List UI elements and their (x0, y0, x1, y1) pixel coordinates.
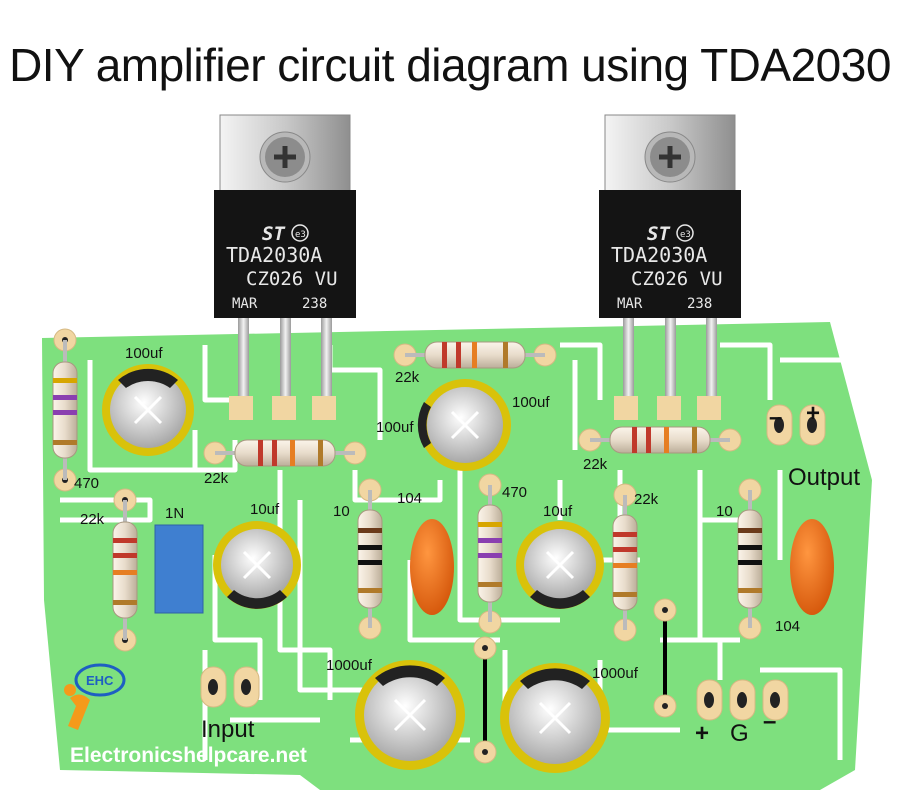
resistor-22k-left (112, 500, 138, 640)
chip-2-mark2: 238 (687, 296, 712, 312)
label-r-470-b: 470 (502, 484, 527, 501)
resistor-22k-mid (215, 439, 355, 467)
label-output: Output (788, 464, 860, 491)
chip-1-mark2: 238 (302, 296, 327, 312)
label-input: Input (201, 716, 255, 743)
label-output-plus: + (806, 400, 820, 427)
tda2030-chip-2: ST e3 TDA2030A CZ026 VU MAR 238 (599, 114, 741, 420)
label-c-1000uf-a: 1000uf (326, 657, 373, 674)
label-c-100uf-b: 100uf (512, 394, 550, 411)
label-c-10uf-a: 10uf (250, 501, 280, 518)
label-r-10-a: 10 (333, 503, 350, 520)
label-power-plus: + (695, 720, 709, 747)
electrolytic-cap-1000uf-b (500, 663, 610, 773)
ceramic-cap-104-a (410, 519, 454, 615)
chip-1-brand: ST (262, 223, 285, 245)
label-r-10-b: 10 (716, 503, 733, 520)
website-label: Electronicshelpcare.net (70, 744, 307, 767)
tda2030-chip-1: ST e3 TDA2030A CZ026 VU MAR 238 (214, 114, 356, 420)
label-diode-1n: 1N (165, 505, 184, 522)
logo-text: EHC (86, 673, 114, 688)
electrolytic-cap-10uf-a (213, 521, 301, 609)
chip-1-pb: e3 (295, 230, 306, 240)
chip-1-mark1: MAR (232, 296, 258, 312)
chip-2-brand: ST (647, 223, 670, 245)
resistor-22k-rmid (590, 426, 730, 454)
label-r-22k-top: 22k (395, 369, 420, 386)
label-c-1000uf-b: 1000uf (592, 665, 639, 682)
ceramic-cap-104-b (790, 519, 834, 615)
label-r-22k-mid: 22k (204, 470, 229, 487)
resistor-470-b (477, 485, 503, 622)
label-c-10uf-b: 10uf (543, 503, 573, 520)
label-r-22k-right: 22k (634, 491, 659, 508)
electrolytic-cap-100uf-a (102, 364, 194, 456)
label-c-100uf-a: 100uf (125, 345, 163, 362)
resistor-470-left (52, 340, 78, 480)
label-r-22k-rmid: 22k (583, 456, 608, 473)
resistor-10-a (357, 490, 383, 628)
page-title: DIY amplifier circuit diagram using TDA2… (9, 39, 891, 91)
chip-1-part: TDA2030A (226, 243, 322, 267)
resistor-22k-right (612, 495, 638, 630)
label-power-ground: G (730, 720, 749, 747)
resistor-10-b (737, 490, 763, 628)
label-power-minus: – (763, 708, 776, 735)
chip-2-mark1: MAR (617, 296, 643, 312)
ehc-logo: EHC (64, 663, 126, 730)
electrolytic-cap-10uf-b (516, 521, 604, 609)
resistor-22k-top (405, 341, 545, 369)
label-output-minus: – (769, 404, 782, 431)
label-c-104-a: 104 (397, 490, 422, 507)
chip-2-pb: e3 (680, 230, 691, 240)
electrolytic-cap-100uf-b (417, 379, 511, 471)
label-c-100uf-c: 100uf (376, 419, 414, 436)
label-c-104-b: 104 (775, 618, 800, 635)
chip-2-part: TDA2030A (611, 243, 707, 267)
label-r-22k-left: 22k (80, 511, 105, 528)
chip-2-code: CZ026 VU (631, 268, 723, 290)
label-r-470-a: 470 (74, 475, 99, 492)
jumper-wires (483, 610, 667, 752)
chip-1-code: CZ026 VU (246, 268, 338, 290)
electrolytic-cap-1000uf-a (355, 660, 465, 770)
diode-1n (154, 524, 204, 614)
